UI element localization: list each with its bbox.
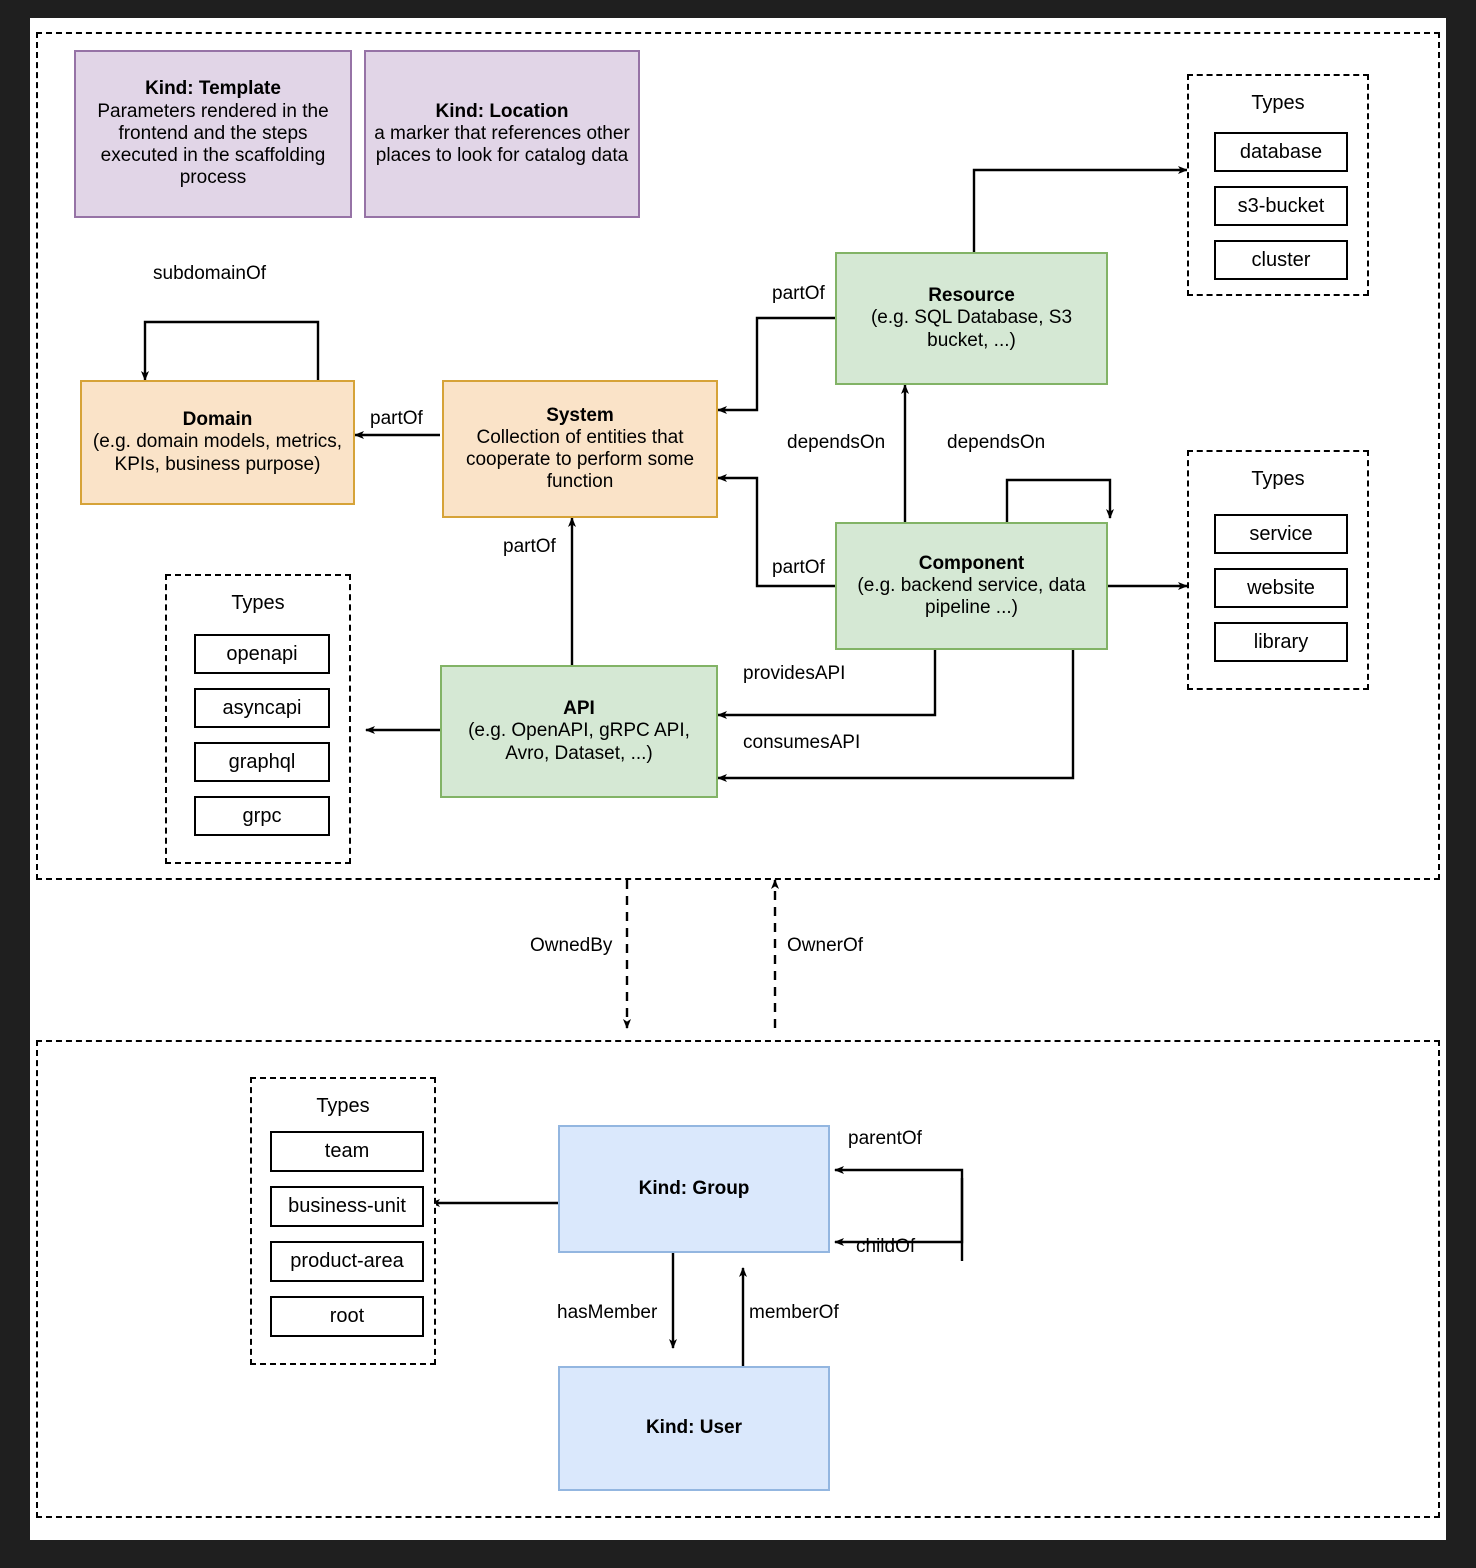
label-part-of-resource: partOf	[772, 283, 825, 304]
type-chip-cluster[interactable]: cluster	[1214, 240, 1348, 280]
system-box[interactable]: System Collection of entities that coope…	[442, 380, 718, 518]
label-owned-by: OwnedBy	[530, 935, 613, 956]
type-chip-graphql[interactable]: graphql	[194, 742, 330, 782]
kind-user-title: Kind: User	[645, 1417, 743, 1439]
label-has-member: hasMember	[557, 1302, 658, 1323]
type-chip-team[interactable]: team	[270, 1131, 424, 1172]
label-provides-api: providesAPI	[743, 663, 846, 684]
type-chip-library[interactable]: library	[1214, 622, 1348, 662]
type-chip-asyncapi[interactable]: asyncapi	[194, 688, 330, 728]
domain-box[interactable]: Domain (e.g. domain models, metrics, KPI…	[80, 380, 355, 505]
type-chip-s3-bucket[interactable]: s3-bucket	[1214, 186, 1348, 226]
diagram-canvas: Kind: Template Parameters rendered in th…	[30, 18, 1446, 1540]
types-component-container: Types service website library	[1187, 450, 1369, 690]
label-part-of-component: partOf	[772, 557, 825, 578]
kind-group-box[interactable]: Kind: Group	[558, 1125, 830, 1253]
label-parent-of: parentOf	[848, 1128, 922, 1149]
types-group-title: Types	[316, 1095, 370, 1117]
type-chip-database[interactable]: database	[1214, 132, 1348, 172]
kind-template-title: Kind: Template	[145, 78, 281, 100]
type-chip-website[interactable]: website	[1214, 568, 1348, 608]
api-title: API	[563, 698, 595, 720]
type-chip-openapi[interactable]: openapi	[194, 634, 330, 674]
component-title: Component	[918, 552, 1025, 574]
types-component-title: Types	[1251, 468, 1305, 490]
api-description: (e.g. OpenAPI, gRPC API, Avro, Dataset, …	[468, 720, 690, 764]
kind-template-description: Parameters rendered in the frontend and …	[97, 100, 329, 189]
types-api-container: Types openapi asyncapi graphql grpc	[165, 574, 351, 864]
label-member-of: memberOf	[749, 1302, 839, 1323]
api-box[interactable]: API (e.g. OpenAPI, gRPC API, Avro, Datas…	[440, 665, 718, 798]
types-api-title: Types	[231, 592, 285, 614]
label-part-of-domain: partOf	[370, 408, 423, 429]
org-entities-container	[36, 1040, 1440, 1518]
types-resource-title: Types	[1251, 92, 1305, 114]
label-part-of-api: partOf	[503, 536, 556, 557]
label-consumes-api: consumesAPI	[743, 732, 861, 753]
catalog-entities-container	[36, 32, 1440, 880]
resource-title: Resource	[928, 285, 1015, 307]
type-chip-service[interactable]: service	[1214, 514, 1348, 554]
type-chip-business-unit[interactable]: business-unit	[270, 1186, 424, 1227]
component-description: (e.g. backend service, data pipeline ...…	[857, 574, 1086, 619]
resource-box[interactable]: Resource (e.g. SQL Database, S3 bucket, …	[835, 252, 1108, 385]
domain-description: (e.g. domain models, metrics, KPIs, busi…	[92, 431, 343, 475]
resource-description: (e.g. SQL Database, S3 bucket, ...)	[870, 307, 1073, 351]
type-chip-product-area[interactable]: product-area	[270, 1241, 424, 1282]
type-chip-grpc[interactable]: grpc	[194, 796, 330, 836]
label-subdomain-of: subdomainOf	[153, 263, 267, 284]
label-depends-on-self: dependsOn	[947, 432, 1046, 453]
label-depends-on-resource: dependsOn	[787, 432, 886, 453]
kind-group-title: Kind: Group	[638, 1177, 750, 1199]
kind-location-title: Kind: Location	[435, 100, 569, 122]
system-title: System	[546, 404, 614, 426]
kind-template-box[interactable]: Kind: Template Parameters rendered in th…	[74, 50, 352, 218]
kind-location-description: a marker that references other places to…	[374, 122, 630, 167]
label-child-of: childOf	[856, 1236, 916, 1257]
type-chip-root[interactable]: root	[270, 1296, 424, 1337]
label-owner-of: OwnerOf	[787, 935, 864, 956]
component-box[interactable]: Component (e.g. backend service, data pi…	[835, 522, 1108, 650]
kind-location-box[interactable]: Kind: Location a marker that references …	[364, 50, 640, 218]
types-resource-container: Types database s3-bucket cluster	[1187, 74, 1369, 296]
domain-title: Domain	[182, 409, 253, 431]
types-group-container: Types team business-unit product-area ro…	[250, 1077, 436, 1365]
system-description: Collection of entities that cooperate to…	[465, 426, 695, 493]
kind-user-box[interactable]: Kind: User	[558, 1366, 830, 1491]
